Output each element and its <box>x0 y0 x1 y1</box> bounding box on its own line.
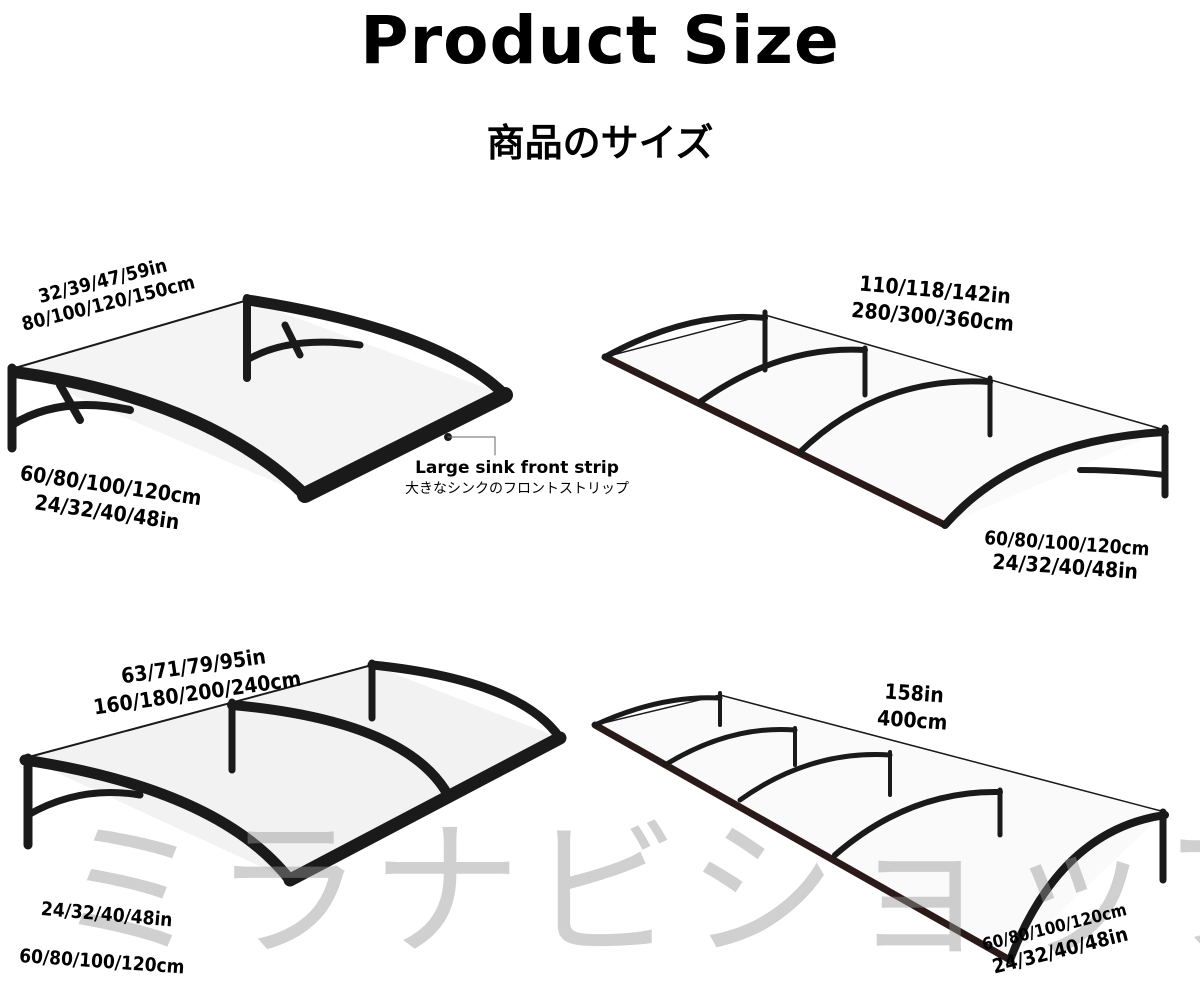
canopy-single <box>7 294 513 503</box>
page-subtitle: 商品のサイズ <box>486 121 714 165</box>
callout-ja: 大きなシンクのフロントストリップ <box>405 481 629 497</box>
width-cm: 400cm <box>876 705 949 735</box>
front-strip-callout: Large sink front strip 大きなシンクのフロントストリップ <box>405 458 629 498</box>
page-title: Product Size <box>360 2 840 79</box>
callout-en: Large sink front strip <box>415 458 619 478</box>
quad-width-label: 158in 400cm <box>876 678 950 737</box>
canopy-triple <box>601 309 1169 529</box>
canopy-quad <box>591 691 1169 964</box>
canopy-double <box>19 659 567 887</box>
watermark: ミラナビショップ <box>55 805 1200 979</box>
